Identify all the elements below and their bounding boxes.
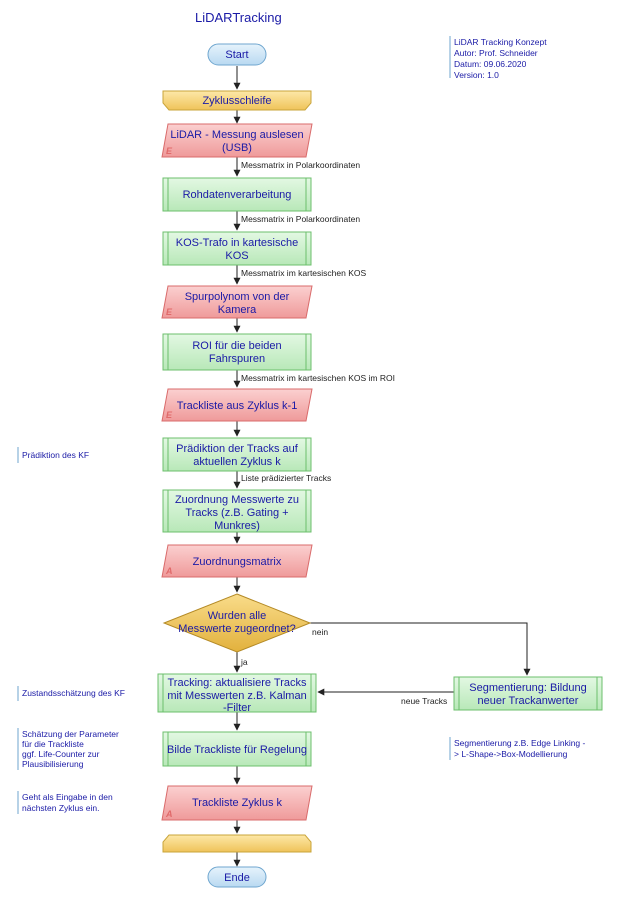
process-segment[interactable]: Segmentierung: Bildung neuer Trackanwert… <box>453 676 603 711</box>
node-text: Spurpolynom von der <box>185 291 290 303</box>
info-box: LiDAR Tracking Konzept Autor: Prof. Schn… <box>449 36 547 80</box>
node-text: Zuordnung Messwerte zu <box>175 494 299 506</box>
note-prediction: Prädiktion des KF <box>17 447 89 463</box>
node-text: Messwerte zugeordnet? <box>178 623 295 635</box>
svg-text:ggf. Life-Counter zur: ggf. Life-Counter zur <box>22 749 100 759</box>
node-text: Trackliste Zyklus k <box>192 797 283 809</box>
node-text: neuer Trackanwerter <box>478 695 579 707</box>
process-predict[interactable]: Prädiktion der Tracks auf aktuellen Zykl… <box>162 437 312 472</box>
input-marker: E <box>166 410 173 420</box>
node-text: Tracking: aktualisiere Tracks <box>168 677 307 689</box>
node-text: Rohdatenverarbeitung <box>183 189 292 201</box>
svg-text:> L-Shape->Box-Modellierung: > L-Shape->Box-Modellierung <box>454 749 568 759</box>
node-text: Prädiktion der Tracks auf <box>176 443 299 455</box>
connectors <box>233 66 531 867</box>
note-segmentation: Segmentierung z.B. Edge Linking - > L-Sh… <box>449 737 586 760</box>
node-text: Bilde Trackliste für Regelung <box>167 744 307 756</box>
svg-text:Geht als Eingabe in den: Geht als Eingabe in den <box>22 792 113 802</box>
node-text: Munkres) <box>214 520 260 532</box>
start-label: Start <box>225 49 248 61</box>
input-marker: E <box>166 146 173 156</box>
process-update[interactable]: Tracking: aktualisiere Tracks mit Messwe… <box>157 673 317 714</box>
node-text: KOS-Trafo in kartesische <box>176 237 298 249</box>
end-label: Ende <box>224 872 250 884</box>
node-text: KOS <box>225 250 248 262</box>
decision-all-assigned[interactable]: Wurden alle Messwerte zugeordnet? <box>162 593 312 653</box>
svg-text:Plausibilisierung: Plausibilisierung <box>22 759 84 769</box>
input-marker: E <box>166 307 173 317</box>
info-line: LiDAR Tracking Konzept <box>454 37 547 47</box>
node-text: Fahrspuren <box>209 353 265 365</box>
node-text: -Filter <box>223 702 251 714</box>
edge-label: Messmatrix im kartesischen KOS im ROI <box>241 373 395 383</box>
output-marker: A <box>165 809 173 819</box>
loop-start[interactable]: Zyklusschleife <box>162 90 312 111</box>
svg-text:Segmentierung z.B. Edge Linkin: Segmentierung z.B. Edge Linking - <box>454 738 586 748</box>
info-line: Version: 1.0 <box>454 70 499 80</box>
info-line: Datum: 09.06.2020 <box>454 59 527 69</box>
page-title: LiDARTracking <box>195 10 282 25</box>
io-lidar-read[interactable]: LiDAR - Messung auslesen (USB) E <box>161 123 313 158</box>
node-text: Trackliste aus Zyklus k-1 <box>177 400 298 412</box>
process-roi[interactable]: ROI für die beiden Fahrspuren <box>162 333 312 371</box>
note-state-estimation: Zustandsschätzung des KF <box>17 686 125 701</box>
edge-label: Liste prädizierter Tracks <box>241 473 331 483</box>
edge-label: Messmatrix im kartesischen KOS <box>241 268 366 278</box>
process-build-tracklist[interactable]: Bilde Trackliste für Regelung <box>162 731 312 767</box>
svg-text:Schätzung der Parameter: Schätzung der Parameter <box>22 729 119 739</box>
node-text: ROI für die beiden <box>192 340 281 352</box>
node-text: mit Messwerten z.B. Kalman <box>167 690 306 702</box>
output-marker: A <box>165 566 173 576</box>
node-text: Segmentierung: Bildung <box>469 682 586 694</box>
node-text: aktuellen Zyklus k <box>193 456 281 468</box>
loop-label: Zyklusschleife <box>202 95 271 107</box>
note-parameters: Schätzung der Parameter für die Tracklis… <box>17 728 119 770</box>
note-next-cycle: Geht als Eingabe in den nächsten Zyklus … <box>17 791 113 814</box>
process-kos[interactable]: KOS-Trafo in kartesische KOS <box>162 231 312 266</box>
info-line: Autor: Prof. Schneider <box>454 48 538 58</box>
loop-end[interactable] <box>162 834 312 853</box>
svg-text:für die Trackliste: für die Trackliste <box>22 739 84 749</box>
process-assign[interactable]: Zuordnung Messwerte zu Tracks (z.B. Gati… <box>162 489 312 533</box>
node-text: (USB) <box>222 142 252 154</box>
edge-label: Messmatrix in Polarkoordinaten <box>241 214 360 224</box>
end-terminal[interactable]: Ende <box>207 866 267 888</box>
io-tracklist-prev[interactable]: Trackliste aus Zyklus k-1 E <box>161 388 313 422</box>
svg-text:Zustandsschätzung des KF: Zustandsschätzung des KF <box>22 688 125 698</box>
start-terminal[interactable]: Start <box>207 43 267 66</box>
process-raw[interactable]: Rohdatenverarbeitung <box>162 177 312 212</box>
node-text: Zuordnungsmatrix <box>193 556 282 568</box>
node-text: Tracks (z.B. Gating + <box>185 507 288 519</box>
node-text: Wurden alle <box>208 610 267 622</box>
edge-label: Messmatrix in Polarkoordinaten <box>241 160 360 170</box>
edge-label-new-tracks: neue Tracks <box>401 696 447 706</box>
io-assignment-matrix[interactable]: Zuordnungsmatrix A <box>161 544 313 578</box>
node-text: Kamera <box>218 304 257 316</box>
io-lane-polynomial[interactable]: Spurpolynom von der Kamera E <box>161 285 313 319</box>
edge-label-yes: ja <box>240 657 248 667</box>
node-text: LiDAR - Messung auslesen <box>170 129 303 141</box>
svg-text:nächsten Zyklus ein.: nächsten Zyklus ein. <box>22 803 99 813</box>
io-tracklist-k[interactable]: Trackliste Zyklus k A <box>161 785 313 821</box>
edge-label-no: nein <box>312 627 328 637</box>
svg-text:Prädiktion des KF: Prädiktion des KF <box>22 450 89 460</box>
